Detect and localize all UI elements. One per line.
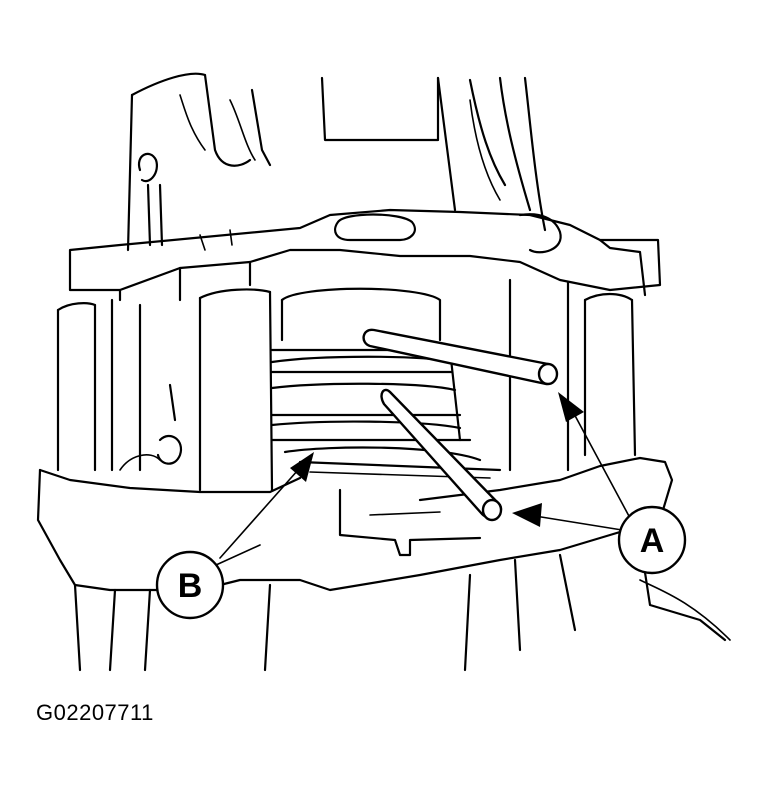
figure-id: G02207711	[36, 700, 154, 725]
callout-a-label: A	[640, 522, 665, 560]
press-columns	[56, 278, 637, 492]
leader-line-a-lower	[512, 503, 623, 531]
leader-line-a-upper	[558, 392, 631, 519]
upper-housing	[126, 72, 547, 252]
callout-b-label: B	[178, 567, 203, 605]
press-crossbar	[68, 208, 662, 302]
guide-pin-lower	[380, 388, 503, 522]
lower-case	[36, 383, 731, 672]
clutch-disc-stack	[270, 287, 502, 479]
leader-line-b	[219, 452, 314, 559]
component-illustration: A B	[36, 72, 731, 672]
guide-pin-upper	[362, 328, 559, 386]
callout-a: A	[617, 505, 687, 575]
callout-b: B	[155, 550, 225, 620]
